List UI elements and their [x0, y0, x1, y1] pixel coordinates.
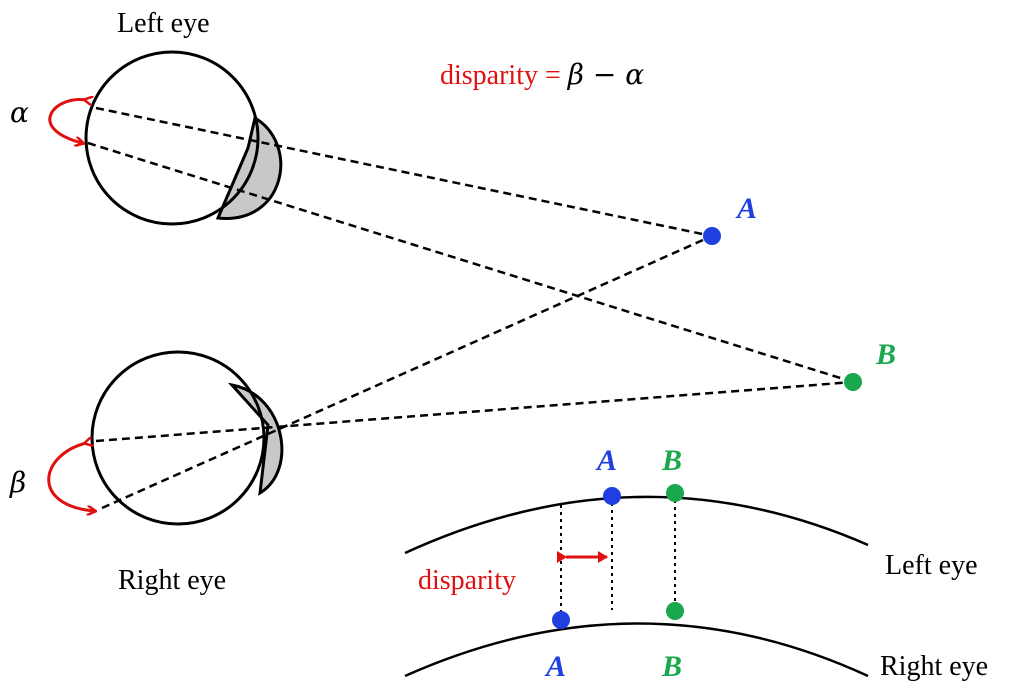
- retina-arc-right-eye: [404, 622, 869, 678]
- retina-right-a-dot: [552, 611, 570, 629]
- alpha-arrow: [48, 99, 86, 143]
- retina-left-a-label: A: [595, 444, 617, 477]
- ray-right-eye-to-b: [95, 380, 854, 443]
- retina-schematic: [404, 484, 869, 678]
- retina-right-b-label: B: [661, 650, 682, 683]
- left-eye-title: Left eye: [117, 8, 210, 39]
- light-rays: [87, 106, 854, 510]
- right-eye-ball: [90, 350, 266, 526]
- retina-left-a-dot: [603, 487, 621, 505]
- retina-right-eye-label: Right eye: [880, 651, 988, 682]
- disparity-label: disparity: [418, 565, 516, 596]
- retina-arc-left-eye: [404, 495, 869, 555]
- beta-arrow: [47, 443, 94, 511]
- ray-left-eye-to-b: [87, 141, 854, 384]
- retina-right-a-label: A: [544, 650, 566, 683]
- point-b-dot: [844, 373, 862, 391]
- left-eye: [84, 50, 283, 226]
- ray-left-eye-to-a: [95, 106, 713, 238]
- ray-right-eye-to-a: [101, 234, 713, 510]
- retina-left-eye-label: Left eye: [885, 550, 978, 581]
- beta-label: β: [9, 466, 26, 499]
- left-eye-ball: [84, 50, 260, 226]
- retina-left-b-label: B: [661, 444, 682, 477]
- alpha-label: α: [10, 96, 29, 129]
- point-b-label: B: [875, 338, 896, 371]
- right-eye-title: Right eye: [118, 565, 226, 596]
- right-eye: [90, 350, 284, 526]
- point-a-label: A: [735, 192, 757, 225]
- retina-right-b-dot: [666, 602, 684, 620]
- retina-left-b-dot: [666, 484, 684, 502]
- disparity-equation: disparity = β − α: [440, 58, 644, 91]
- point-a-dot: [703, 227, 721, 245]
